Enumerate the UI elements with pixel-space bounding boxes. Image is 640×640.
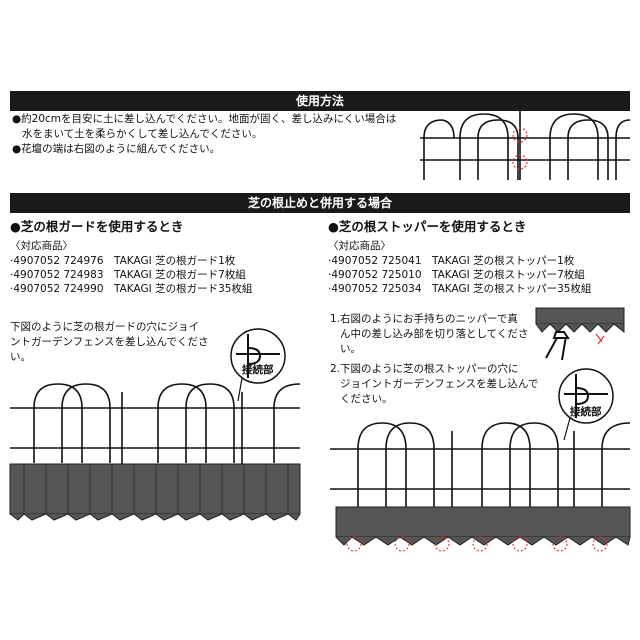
left-product-3: ·4907052 724990 TAKAGI 芝の根ガード35枚組 — [10, 283, 253, 295]
right-step2-1: 2.下図のように芝の根ストッパーの穴に — [330, 363, 519, 375]
left-instruction-1: 下図のように芝の根ガードの穴にジョイ — [10, 321, 199, 333]
left-fence-guard-diagram — [9, 383, 301, 521]
left-joint-callout — [230, 328, 286, 402]
right-step2-3: ください。 — [340, 393, 393, 405]
right-step1-1: 1.右図のようにお手持ちのニッパーで真 — [330, 313, 518, 325]
right-product-2: ·4907052 725010 TAKAGI 芝の根ストッパー7枚組 — [328, 269, 585, 281]
left-product-2: ·4907052 724983 TAKAGI 芝の根ガード7枚組 — [10, 269, 246, 281]
combo-header: 芝の根止めと併用する場合 — [10, 193, 630, 213]
right-joint-label: 接続部 — [570, 406, 602, 418]
right-joint-callout — [558, 368, 614, 441]
right-step1-3: い。 — [340, 343, 361, 355]
left-instruction-2: ントガーデンフェンスを差し込んでくださ — [10, 336, 209, 348]
right-product-1: ·4907052 725041 TAKAGI 芝の根ストッパー1枚 — [328, 255, 575, 267]
right-step1-2: ん中の差し込み部を切り落としてくださ — [340, 328, 529, 340]
left-products-label: 〈対応商品〉 — [10, 240, 73, 252]
right-product-3: ·4907052 725034 TAKAGI 芝の根ストッパー35枚組 — [328, 283, 592, 295]
left-product-1: ·4907052 724976 TAKAGI 芝の根ガード1枚 — [10, 255, 236, 267]
right-products-label: 〈対応商品〉 — [328, 240, 391, 252]
right-title: ●芝の根ストッパーを使用するとき — [328, 219, 527, 234]
left-title: ●芝の根ガードを使用するとき — [10, 219, 184, 234]
usage-header: 使用方法 — [10, 91, 630, 111]
usage-bullet-1: ●約20cmを目安に土に差し込んでください。地面が固く、差し込みにくい場合は — [12, 113, 397, 125]
usage-bullet-1-cont: 水をまいて土を柔らかくして差し込んでください。 — [22, 128, 263, 140]
fence-corner-diagram — [420, 110, 631, 180]
left-joint-label: 接続部 — [242, 364, 274, 376]
left-instruction-3: い。 — [10, 351, 31, 363]
right-step2-2: ジョイントガーデンフェンスを差し込んで — [340, 378, 539, 390]
nipper-cut-illustration — [535, 307, 625, 361]
right-fence-stopper-diagram — [330, 422, 631, 552]
usage-bullet-2: ●花壇の端は右図のように組んでください。 — [12, 143, 221, 155]
